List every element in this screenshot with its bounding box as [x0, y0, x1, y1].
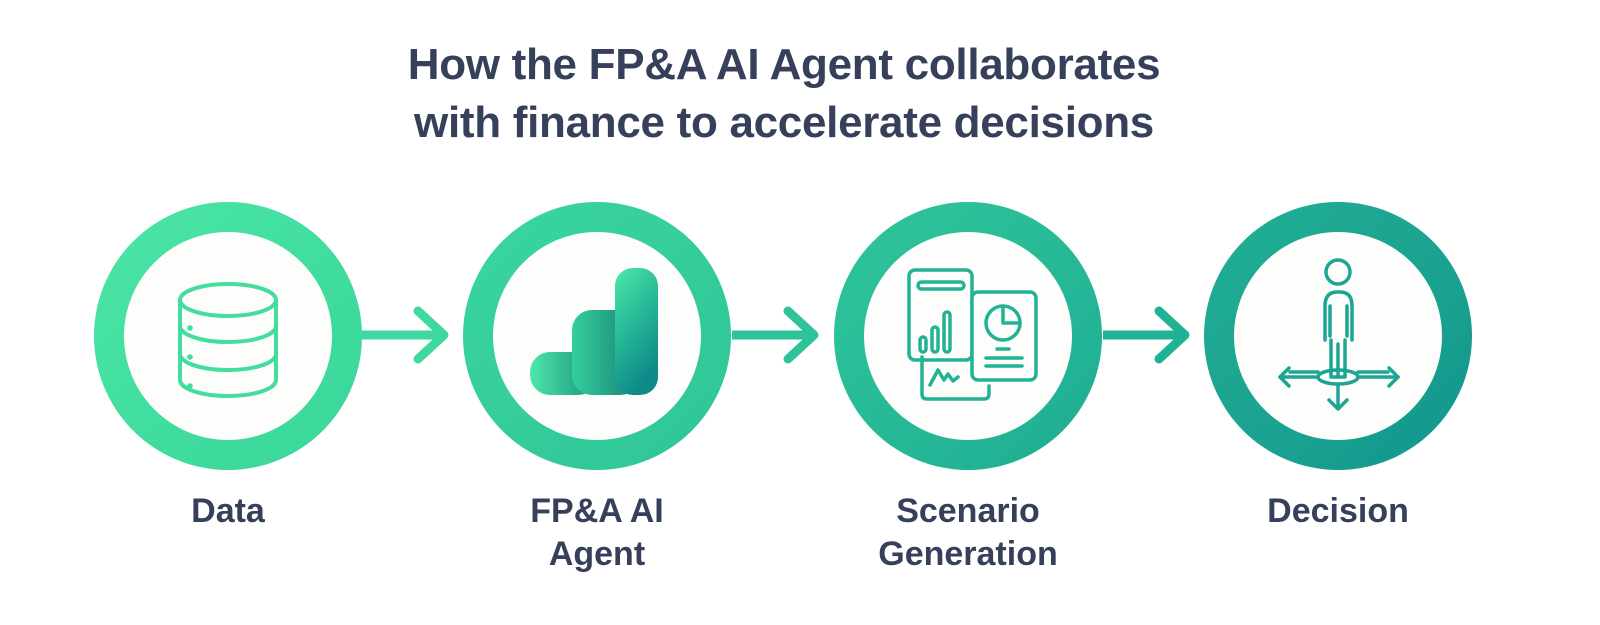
- person-crossroads-icon: [1278, 258, 1400, 411]
- diagram-title: How the FP&A AI Agent collaborates with …: [0, 36, 1568, 152]
- step-decision: [1204, 202, 1472, 470]
- database-icon: [178, 282, 278, 398]
- arrow-right-icon: [1103, 306, 1190, 364]
- arrow-right-icon: [362, 306, 449, 364]
- step-data: [94, 202, 362, 470]
- step-label-scenario-generation: Scenario Generation: [878, 492, 1058, 573]
- step-label-decision: Decision: [1267, 492, 1409, 530]
- arrow-right-icon: [732, 306, 819, 364]
- title-line-2: with finance to accelerate decisions: [414, 98, 1154, 147]
- step-inner-circle: [124, 232, 332, 440]
- step-label-data: Data: [191, 492, 265, 530]
- step-scenario-generation: [834, 202, 1102, 470]
- title-line-1: How the FP&A AI Agent collaborates: [407, 40, 1161, 89]
- step-label-fpa-ai-agent: FP&A AI Agent: [530, 492, 664, 573]
- reports-dashboard-icon: [907, 268, 1038, 401]
- bar-chart-logo-icon: [530, 268, 658, 395]
- step-fpa-ai-agent: [463, 202, 731, 470]
